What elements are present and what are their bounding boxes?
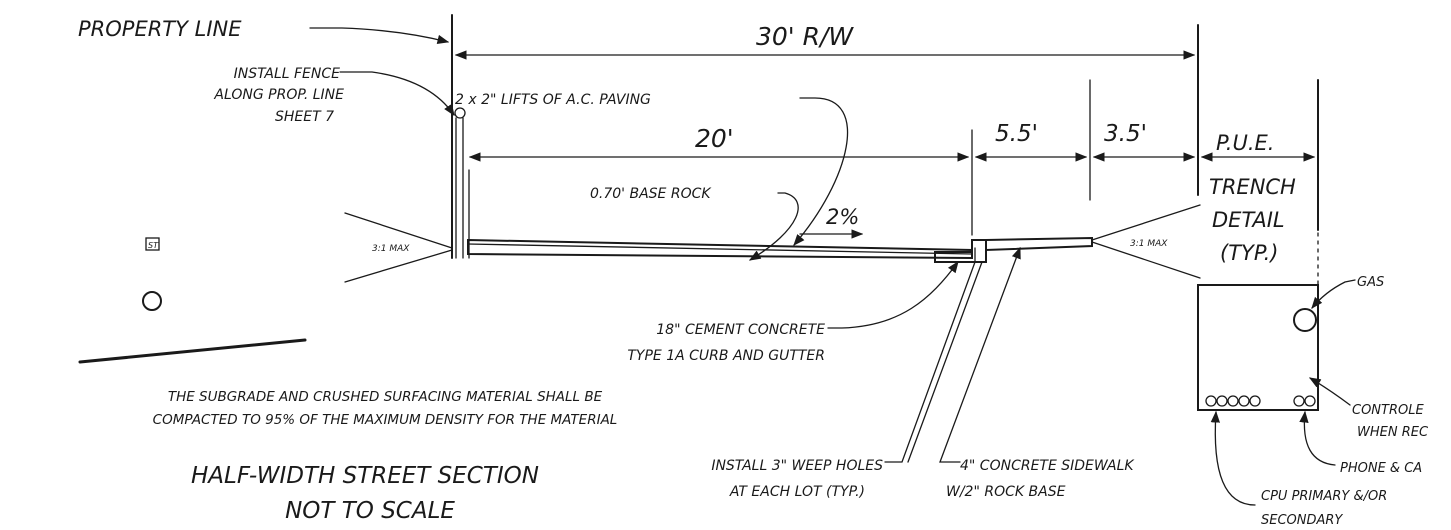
dim-5-5-label: 5.5' <box>995 121 1038 147</box>
gas-leader <box>1311 279 1356 309</box>
curb-label-line-1: 18" CEMENT CONCRETE <box>656 322 825 338</box>
controlled-label-line-1: CONTROLE <box>1352 403 1424 418</box>
weep-leader <box>884 261 976 463</box>
fence-post-top <box>454 107 466 119</box>
curb-leader <box>827 261 959 329</box>
legend-line <box>78 338 307 364</box>
legend-st-label: ST <box>148 241 159 250</box>
slope-right-label: 3:1 MAX <box>1130 239 1168 249</box>
gas-pipe <box>1293 308 1317 332</box>
rw-width-label: 30' R/W <box>756 22 854 51</box>
trench-detail-line-2: DETAIL <box>1212 208 1285 232</box>
title-line-2: NOT TO SCALE <box>285 498 455 524</box>
roadway-width-label: 20' <box>695 124 734 153</box>
left-slope-lower <box>344 249 453 283</box>
property-line-leader <box>309 27 450 44</box>
right-slope-lower <box>1091 241 1201 279</box>
gas-label: GAS <box>1357 275 1384 290</box>
subgrade-note-line-1: THE SUBGRADE AND CRUSHED SURFACING MATER… <box>168 389 603 405</box>
title-line-1: HALF-WIDTH STREET SECTION <box>191 463 539 489</box>
weep-holes-line-2: AT EACH LOT (TYP.) <box>729 484 865 500</box>
property-line-label: PROPERTY LINE <box>78 17 242 41</box>
cpu-leader <box>1210 410 1256 506</box>
controlled-label-line-2: WHEN REC <box>1357 425 1429 440</box>
sidewalk-slab <box>985 236 1093 252</box>
pue-label: P.U.E. <box>1216 131 1274 155</box>
cpu-label-line-1: CPU PRIMARY &/OR <box>1261 489 1387 504</box>
paving-leader <box>793 97 849 246</box>
curb-label-line-2: TYPE 1A CURB AND GUTTER <box>627 348 825 364</box>
install-fence-line-2: ALONG PROP. LINE <box>213 87 344 103</box>
sidewalk-label-line-1: 4" CONCRETE SIDEWALK <box>960 458 1135 474</box>
trench-detail-line-3: (TYP.) <box>1220 241 1279 265</box>
base-rock-leader <box>748 192 799 261</box>
left-slope-upper <box>344 212 453 249</box>
controlled-leader <box>1308 377 1351 406</box>
legend-st-box <box>145 237 160 251</box>
right-slope-upper <box>1091 204 1201 241</box>
subgrade-note-line-2: COMPACTED TO 95% OF THE MAXIMUM DENSITY … <box>153 412 618 428</box>
install-fence-line-3: SHEET 7 <box>275 109 334 125</box>
weep-holes-line-1: INSTALL 3" WEEP HOLES <box>711 458 883 474</box>
weep-leader-2 <box>907 261 983 463</box>
pavement-section <box>467 238 973 260</box>
slope-left-label: 3:1 MAX <box>372 244 410 254</box>
trench-hatch <box>1197 284 1319 411</box>
slope-label: 2% <box>826 205 859 229</box>
pavement-lift-line <box>467 243 973 255</box>
conduits <box>1205 395 1316 407</box>
fence-leader <box>339 71 455 116</box>
base-rock-label: 0.70' BASE ROCK <box>590 186 712 202</box>
trench-detail-line-1: TRENCH <box>1209 175 1296 199</box>
phone-label: PHONE & CA <box>1340 461 1422 476</box>
sidewalk-label-line-2: W/2" ROCK BASE <box>946 484 1066 500</box>
sidewalk-leader <box>939 246 1021 463</box>
cpu-label-line-2: SECONDARY <box>1261 513 1343 528</box>
dim-3-5-label: 3.5' <box>1104 121 1147 147</box>
phone-leader <box>1299 410 1336 466</box>
legend-circle <box>142 291 162 311</box>
paving-label: 2 x 2" LIFTS OF A.C. PAVING <box>455 92 651 108</box>
install-fence-line-1: INSTALL FENCE <box>234 66 341 82</box>
